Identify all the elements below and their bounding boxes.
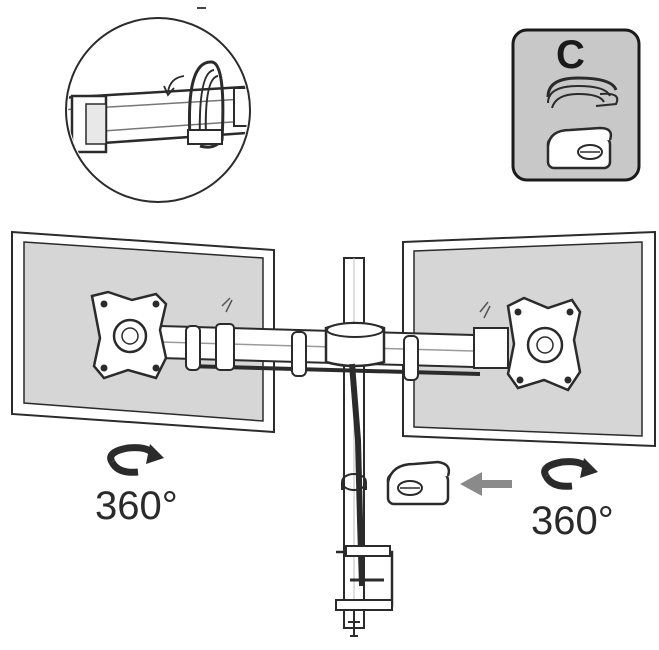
rotation-left-label: 360° — [95, 484, 178, 528]
center-hub — [324, 321, 386, 368]
cable-clamp-part — [386, 460, 451, 506]
rotation-right-label: 360° — [531, 499, 614, 543]
desk-clamp — [335, 545, 394, 637]
left-vesa-plate — [90, 290, 168, 380]
part-label: C — [556, 33, 585, 77]
detail-magnifier — [65, 17, 251, 203]
cable-clamp-icon — [546, 126, 613, 170]
rotate-left-icon — [107, 444, 164, 476]
right-vesa-plate — [473, 296, 582, 392]
arm-cable-clips — [185, 297, 491, 381]
part-c-box — [511, 28, 641, 182]
pole-cable-clamp — [341, 473, 367, 491]
insert-arrow — [460, 472, 512, 496]
cable-clip-icon — [546, 76, 619, 109]
rotate-right-icon — [541, 458, 598, 490]
